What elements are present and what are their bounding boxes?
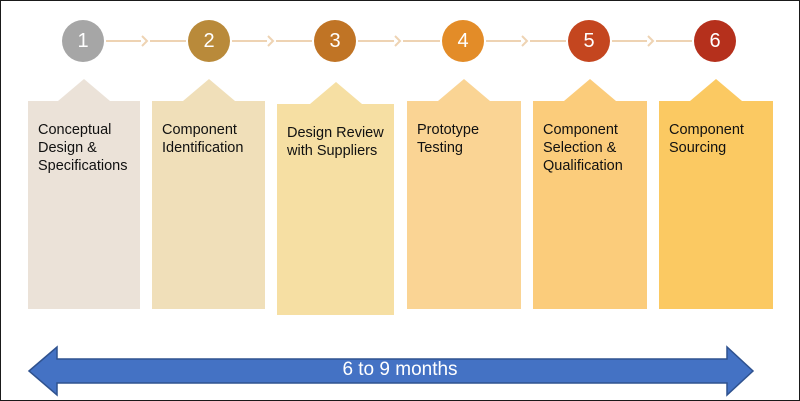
step-4-pointer bbox=[438, 79, 490, 101]
step-2-card: Component Identification bbox=[152, 79, 265, 309]
step-4-circle: 4 bbox=[442, 20, 484, 62]
step-5-circle: 5 bbox=[568, 20, 610, 62]
step-5-label: Component Selection & Qualification bbox=[543, 122, 623, 174]
connector-chevron-icon bbox=[521, 35, 529, 47]
connector-chevron-icon bbox=[394, 35, 402, 47]
connector-chevron-icon bbox=[141, 35, 149, 47]
step-5-card: Component Selection & Qualification bbox=[533, 79, 647, 309]
step-2-circle: 2 bbox=[188, 20, 230, 62]
step-6-circle: 6 bbox=[694, 20, 736, 62]
connector-chevron-icon bbox=[267, 35, 275, 47]
step-3-card: Design Review with Suppliers bbox=[277, 82, 394, 315]
step-1-card: Conceptual Design & Specifications bbox=[28, 79, 140, 309]
step-6-label: Component Sourcing bbox=[669, 122, 744, 156]
step-4-label: Prototype Testing bbox=[417, 122, 480, 156]
step-1-pointer bbox=[58, 79, 110, 101]
step-5-pointer bbox=[564, 79, 616, 101]
step-2-label: Component Identification bbox=[162, 122, 244, 156]
step-3-circle: 3 bbox=[314, 20, 356, 62]
step-3-pointer bbox=[309, 82, 362, 104]
step-3-label: Design Review with Suppliers bbox=[287, 125, 384, 159]
connector-chevron-icon bbox=[647, 35, 655, 47]
step-4-card: Prototype Testing bbox=[407, 79, 521, 309]
duration-label: 6 to 9 months bbox=[342, 359, 458, 380]
step-1-label: Conceptual Design & Specifications bbox=[38, 122, 128, 174]
step-6-pointer bbox=[690, 79, 742, 101]
step-6-card: Component Sourcing bbox=[659, 79, 773, 309]
step-1-circle: 1 bbox=[62, 20, 104, 62]
step-2-pointer bbox=[182, 79, 235, 101]
